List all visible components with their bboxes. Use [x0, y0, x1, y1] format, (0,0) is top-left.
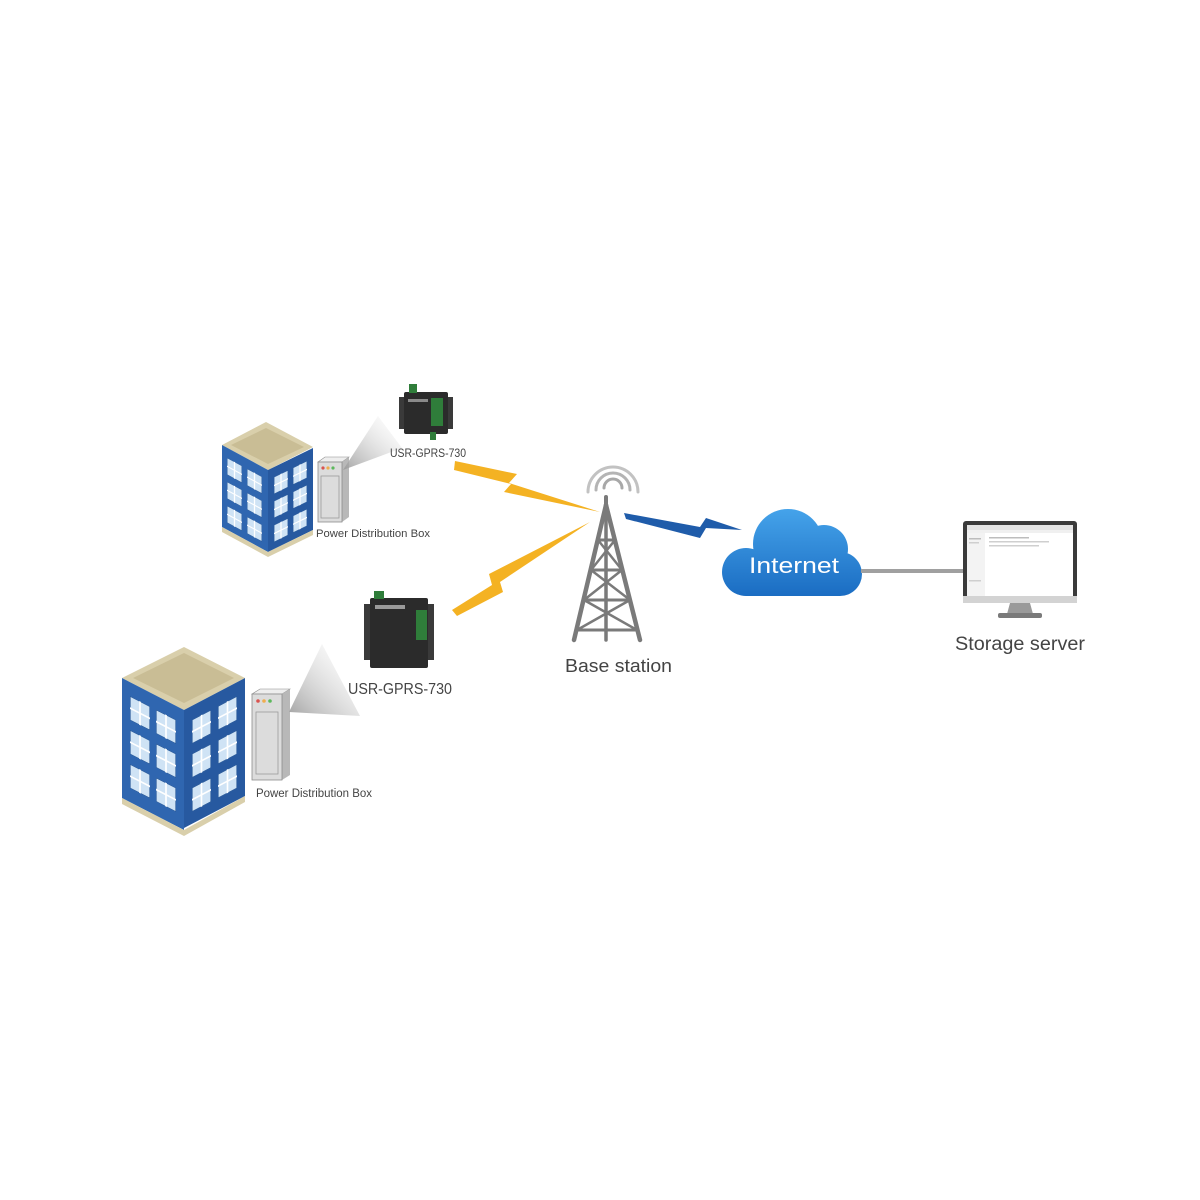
power-box-door [255, 711, 279, 775]
wireless-link-bottom [452, 522, 590, 616]
tower-leg [603, 502, 643, 643]
monitor-icon [963, 521, 1077, 618]
wireless-link-internet [624, 513, 742, 538]
signal-wave-icon [594, 471, 632, 492]
screen-text-line [969, 580, 981, 582]
screen-text-line [989, 545, 1039, 547]
device-body [370, 598, 428, 668]
tower-brace [589, 538, 617, 572]
device-label-bottom: USR-GPRS-730 [348, 681, 452, 698]
signal-wave-icon [586, 465, 640, 494]
cloud-icon [722, 509, 862, 596]
screen-text-line [989, 541, 1049, 543]
power-box-side [282, 689, 290, 780]
internet-label: Internet [749, 553, 839, 578]
screen-toolbar [967, 530, 1073, 533]
tower-brace [582, 598, 639, 632]
device-terminal-block [431, 398, 443, 426]
power-box-bottom [250, 688, 292, 781]
device-label-top: USR-GPRS-730 [390, 446, 466, 460]
building-right-facade [184, 677, 245, 828]
base-station-tower [571, 465, 643, 643]
power-box-label-bottom: Power Distribution Box [256, 788, 372, 800]
monitor-base [998, 613, 1042, 618]
power-box-label-top: Power Distribution Box [316, 528, 430, 540]
screen-text-line [969, 542, 979, 544]
device-ear [447, 397, 453, 429]
tower-brace [596, 538, 624, 572]
building-right-facade [268, 447, 313, 552]
screen-text-line [989, 537, 1029, 539]
screen-titlebar [967, 525, 1073, 530]
device-ear [399, 397, 405, 429]
device-ear [364, 604, 371, 660]
building-bottom [122, 647, 245, 836]
tower-leg [571, 502, 609, 643]
power-box-door [320, 475, 340, 519]
building-left-facade [122, 678, 184, 830]
cloud-base [746, 556, 840, 596]
tower-brace [589, 568, 632, 602]
gprs-device-top [399, 384, 453, 440]
device-antenna-port [409, 384, 417, 393]
signal-wave-icon [602, 477, 624, 490]
indicator-light [326, 466, 330, 470]
building-top [222, 422, 313, 557]
device-terminal-block [416, 610, 427, 640]
tower-brace [582, 568, 624, 602]
power-box-top [317, 456, 350, 523]
device-ear [427, 604, 434, 660]
device-logo-strip [375, 605, 405, 609]
building-roof-inner [133, 653, 234, 703]
building-base [122, 796, 245, 836]
device-power-connector [430, 432, 436, 440]
indicator-light [256, 699, 260, 703]
indicator-light [268, 699, 272, 703]
building-base [222, 527, 313, 557]
power-box-side [342, 457, 349, 522]
wireless-link-top [454, 461, 600, 512]
storage-server-label: Storage server [955, 634, 1086, 655]
tower-brace [575, 598, 632, 632]
gprs-device-bottom [364, 591, 434, 668]
install-spotlight-cone [343, 416, 402, 470]
power-box-front [251, 693, 283, 781]
screen-text-line [969, 538, 981, 540]
indicator-light [262, 699, 266, 703]
device-antenna-port [374, 591, 384, 599]
indicator-light [321, 466, 325, 470]
building-left-facade [222, 445, 268, 552]
monitor-chin [963, 596, 1077, 603]
monitor-stand [1007, 603, 1033, 614]
indicator-light [331, 466, 335, 470]
power-box-front [317, 461, 343, 523]
install-spotlight-cone [289, 644, 360, 716]
device-logo-strip [408, 399, 428, 402]
base-station-label: Base station [565, 656, 672, 676]
building-roof-inner [231, 428, 304, 464]
